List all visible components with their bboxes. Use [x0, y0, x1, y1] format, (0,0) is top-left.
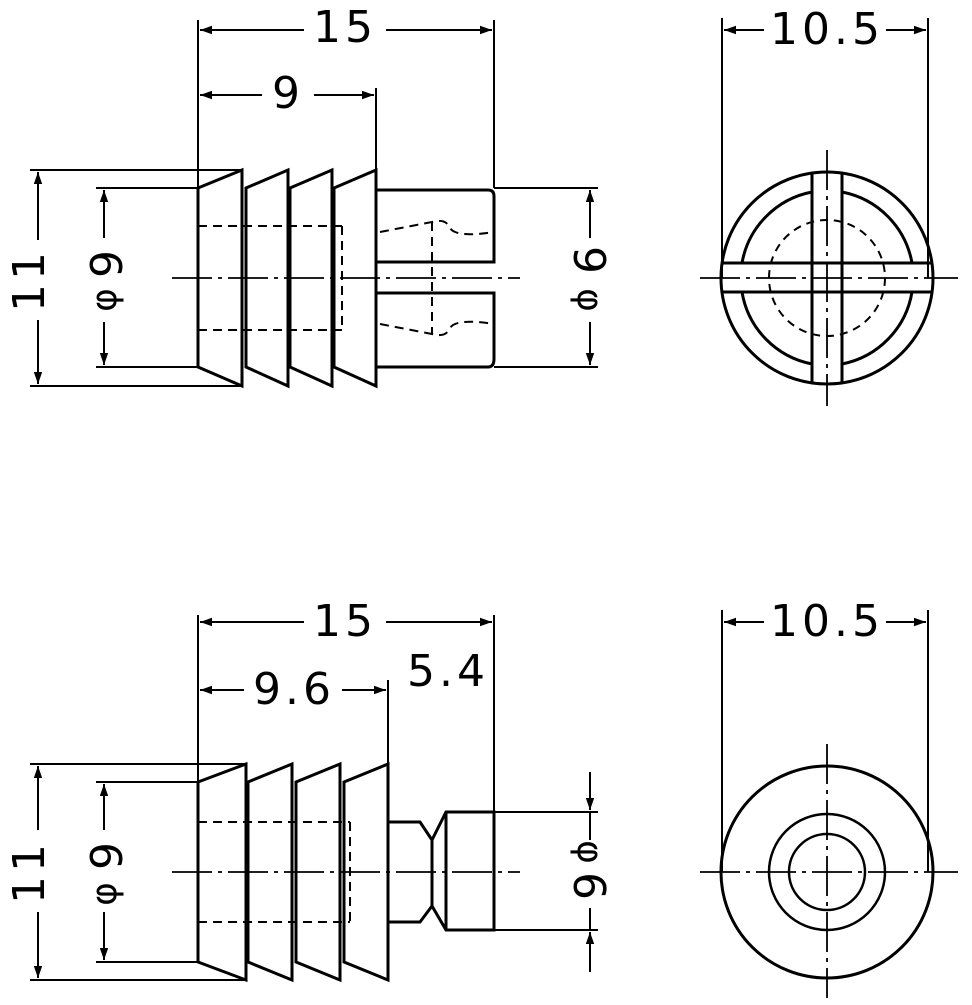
top-dimension-lines	[33, 25, 595, 384]
top-end-view	[700, 18, 958, 406]
top-outer-height-label: 11	[4, 248, 55, 312]
top-left-diameter-value: 9	[82, 246, 133, 278]
bottom-end-width-label: 10.5	[770, 596, 884, 647]
bottom-thread-rings	[196, 761, 390, 983]
bottom-stem-length-label: 5.4	[407, 646, 489, 697]
top-overall-length-label: 15	[313, 2, 377, 53]
top-end-width-label: 10.5	[770, 4, 884, 55]
bottom-overall-length-label: 15	[313, 596, 377, 647]
bottom-stem	[388, 810, 496, 932]
top-thread-rings	[196, 167, 378, 389]
bottom-left-diameter-symbol: φ	[84, 882, 125, 906]
top-extension-lines	[30, 20, 598, 387]
bottom-left-diameter-value: 9	[82, 838, 133, 870]
bottom-extension-lines	[30, 615, 598, 981]
top-right-diameter-value: 9	[563, 246, 614, 278]
bottom-side-view	[30, 615, 598, 983]
bottom-outer-height-label: 11	[4, 840, 55, 904]
top-left-diameter-symbol: φ	[84, 288, 125, 312]
top-end-extension-lines	[721, 18, 929, 278]
top-body-length-label: 9	[272, 68, 304, 119]
top-side-view	[30, 20, 598, 389]
bottom-stem-diameter-symbol: φ	[569, 840, 610, 864]
top-prongs	[376, 188, 496, 369]
bottom-body-length-label: 9.6	[253, 664, 335, 715]
bottom-end-view	[700, 610, 958, 998]
bottom-stem-diameter-value: 6	[563, 872, 614, 904]
top-right-diameter-symbol: φ	[569, 288, 610, 312]
bottom-dimension-lines	[33, 617, 595, 978]
